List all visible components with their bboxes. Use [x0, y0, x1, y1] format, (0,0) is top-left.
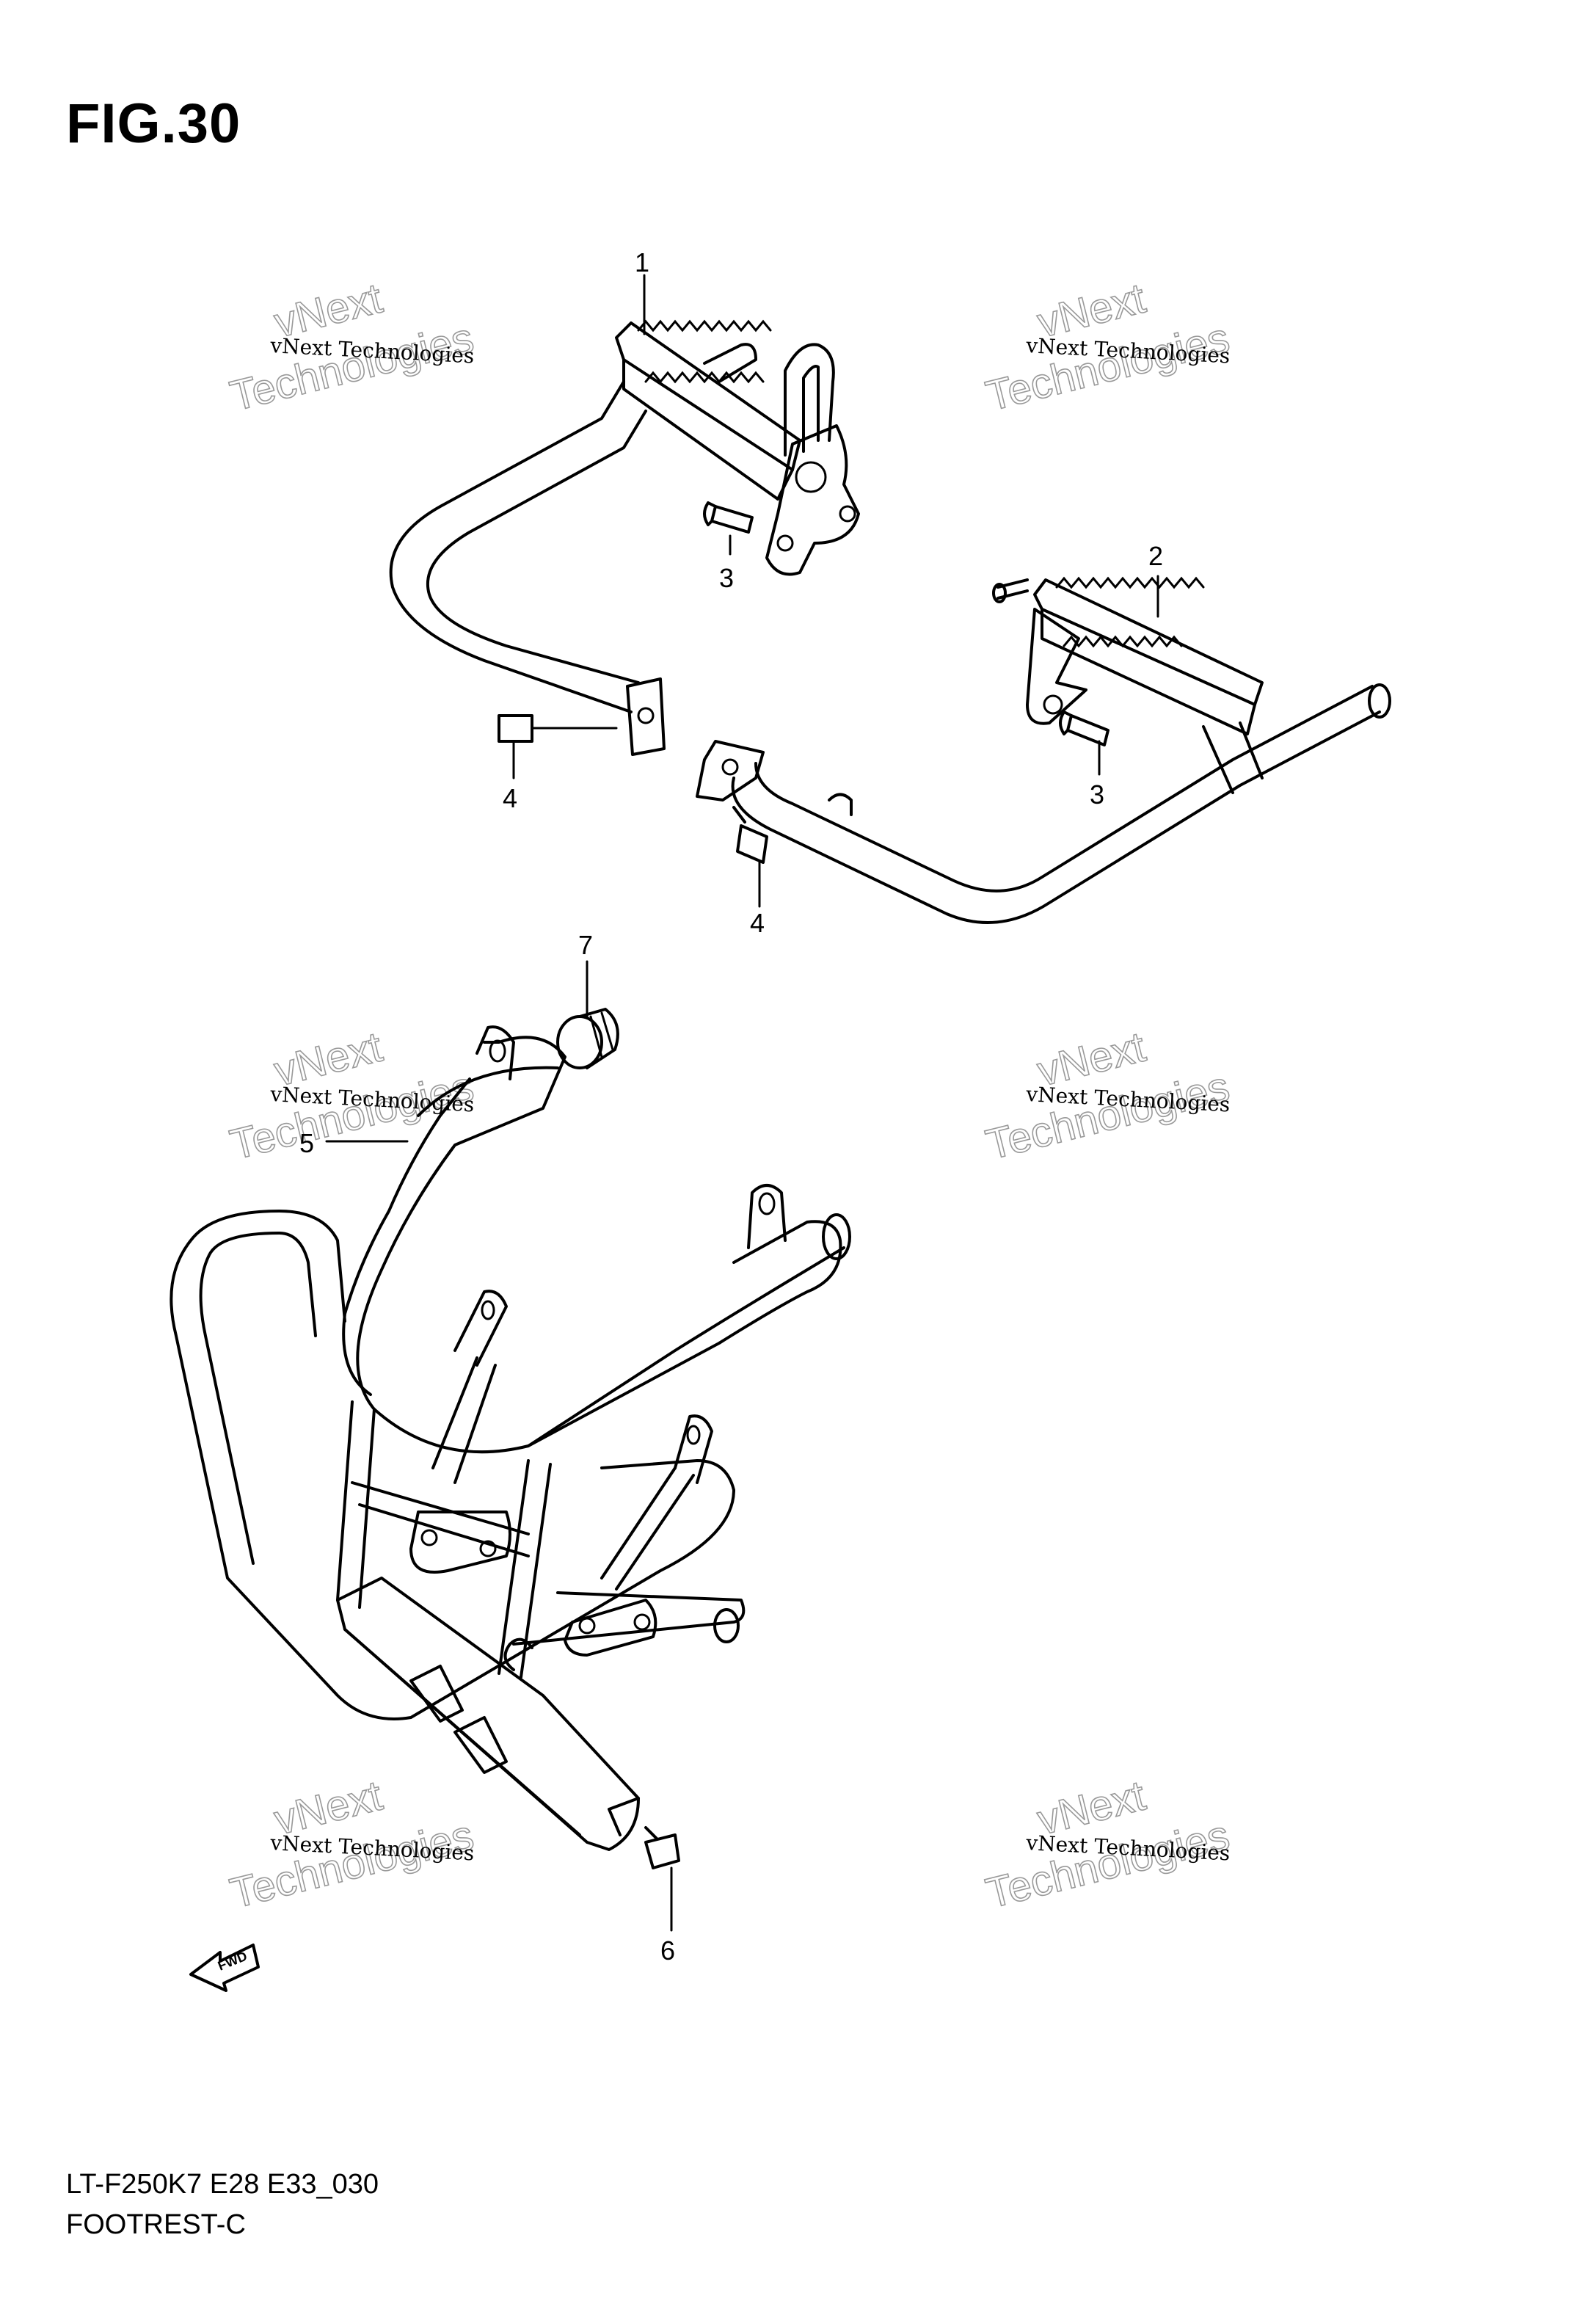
part-7-cap	[556, 1008, 619, 1069]
fwd-arrow-icon: FWD	[189, 1944, 260, 1992]
leader-lines	[325, 274, 1159, 1932]
callout-7: 7	[578, 930, 593, 960]
part-1-left-footrest	[389, 319, 860, 756]
watermark-big-line-2: Technologies	[225, 1811, 478, 1918]
callout-2: 2	[1148, 541, 1163, 571]
bolt-3-right	[1059, 710, 1109, 746]
part-2-right-footrest	[696, 576, 1391, 924]
callout-1: 1	[635, 247, 649, 277]
watermark-bottom-left: vNext Technologies vNext Technologies	[225, 1771, 479, 1919]
callout-4-right: 4	[750, 908, 765, 938]
figure-title: FIG.30	[66, 92, 241, 155]
bolt-6	[644, 1826, 680, 1869]
bolt-3-left	[703, 501, 754, 534]
callout-3-right: 3	[1090, 779, 1104, 810]
bolt-4-left	[498, 714, 618, 743]
watermark-mid-right: vNext Technologies vNext Technologies	[981, 1022, 1235, 1170]
bolt-4-right	[732, 806, 768, 864]
figure-name: FOOTREST-C	[66, 2209, 246, 2240]
callout-5: 5	[299, 1128, 314, 1158]
callout-6: 6	[660, 1935, 675, 1966]
part-5-front-guard	[170, 1025, 851, 1851]
watermark-bottom-right: vNext Technologies vNext Technologies	[981, 1771, 1235, 1919]
watermark-top-left: vNext Technologies vNext Technologies	[225, 274, 479, 421]
callout-3-left: 3	[719, 563, 734, 593]
watermark-top-right: vNext Technologies vNext Technologies	[981, 274, 1235, 421]
figure-model-code: LT-F250K7 E28 E33_030	[66, 2169, 379, 2200]
callout-4-left: 4	[503, 783, 517, 813]
watermark-big-line-2: Technologies	[225, 314, 478, 421]
